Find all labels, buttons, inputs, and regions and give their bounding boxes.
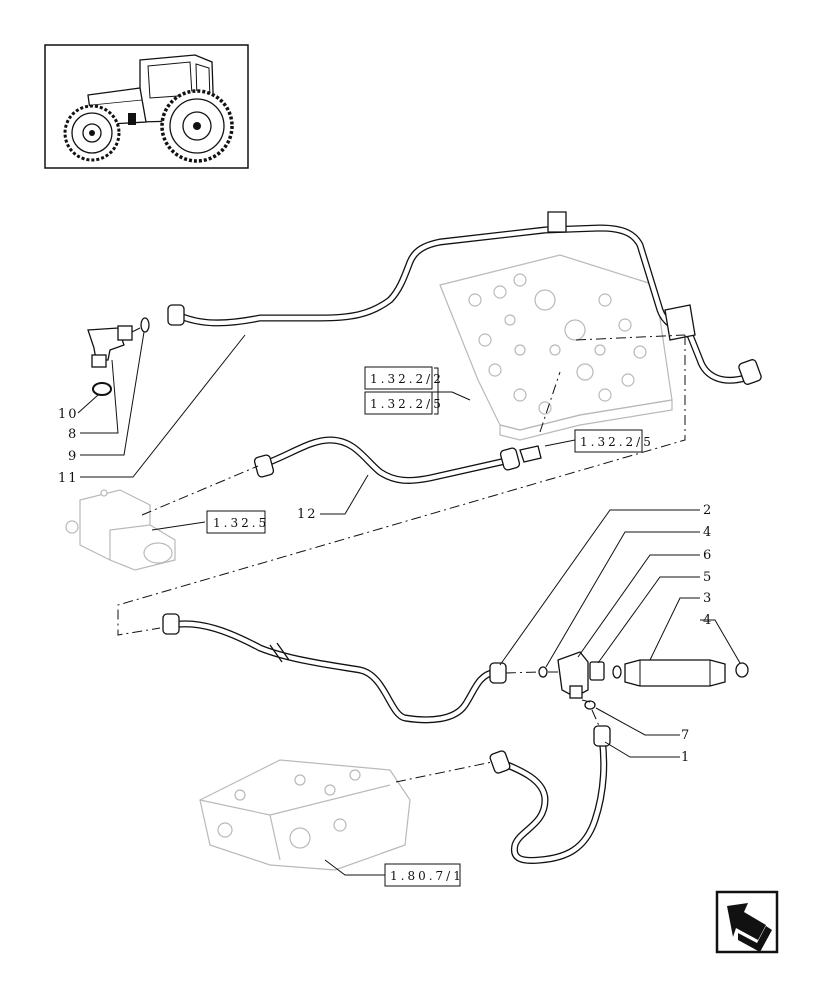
accumulator-3 xyxy=(624,659,726,687)
o-ring-7 xyxy=(584,700,596,710)
pipe-long-lower xyxy=(162,613,507,724)
ref-box-1-32-5[interactable]: 1.32.5 xyxy=(206,510,269,534)
o-ring-4-left xyxy=(538,666,548,678)
callout-3: 3 xyxy=(703,591,713,606)
callout-1: 1 xyxy=(681,750,691,765)
callout-5: 5 xyxy=(703,570,713,585)
ref-box-1-32-2-2[interactable]: 1.32.2/2 xyxy=(364,366,444,390)
callout-labels: 10 8 9 11 12 2 4 6 5 3 4 7 1 xyxy=(58,407,713,765)
pipe-11 xyxy=(167,211,762,385)
next-page-arrow-icon[interactable] xyxy=(715,890,779,954)
o-ring-4-right xyxy=(735,662,749,678)
ref-label-1-32-2-5-b: 1.32.2/5 xyxy=(580,435,654,449)
control-valve-block-ghost xyxy=(439,254,673,441)
callout-9: 9 xyxy=(68,449,78,464)
callout-12: 12 xyxy=(297,507,318,522)
callout-7: 7 xyxy=(681,728,691,743)
tee-fitting-6 xyxy=(557,651,589,699)
callout-4-bottom: 4 xyxy=(703,613,713,628)
washer-9 xyxy=(140,317,150,333)
o-ring-10 xyxy=(92,382,112,396)
callout-2: 2 xyxy=(703,503,713,518)
ref-label-1-80-7-1: 1.80.7/1 xyxy=(390,869,464,883)
ref-label-1-32-2-2: 1.32.2/2 xyxy=(370,372,444,386)
callout-8: 8 xyxy=(68,427,78,442)
connection-lines xyxy=(117,327,686,783)
callout-11: 11 xyxy=(58,471,79,486)
leader-lines xyxy=(77,331,741,876)
distributor-1-80-7-1-ghost xyxy=(199,759,411,871)
pipe-1 xyxy=(489,725,611,864)
ref-bracket xyxy=(434,367,439,415)
tractor-thumbnail-icon xyxy=(44,44,249,169)
ref-box-1-32-2-5-a[interactable]: 1.32.2/5 xyxy=(364,391,444,415)
valve-1-32-5-ghost xyxy=(65,489,176,571)
ref-box-1-32-2-5-b[interactable]: 1.32.2/5 xyxy=(574,429,654,453)
ref-label-1-32-2-5-a: 1.32.2/5 xyxy=(370,397,444,411)
ref-box-1-80-7-1[interactable]: 1.80.7/1 xyxy=(384,863,464,887)
pipe-12 xyxy=(253,436,542,484)
adapter-5 xyxy=(589,661,605,681)
callout-4-top: 4 xyxy=(703,525,713,540)
ref-label-1-32-5: 1.32.5 xyxy=(213,516,269,530)
o-ring-5 xyxy=(612,665,622,679)
callout-6: 6 xyxy=(703,548,713,563)
elbow-fitting xyxy=(87,325,133,368)
callout-10: 10 xyxy=(58,407,79,422)
